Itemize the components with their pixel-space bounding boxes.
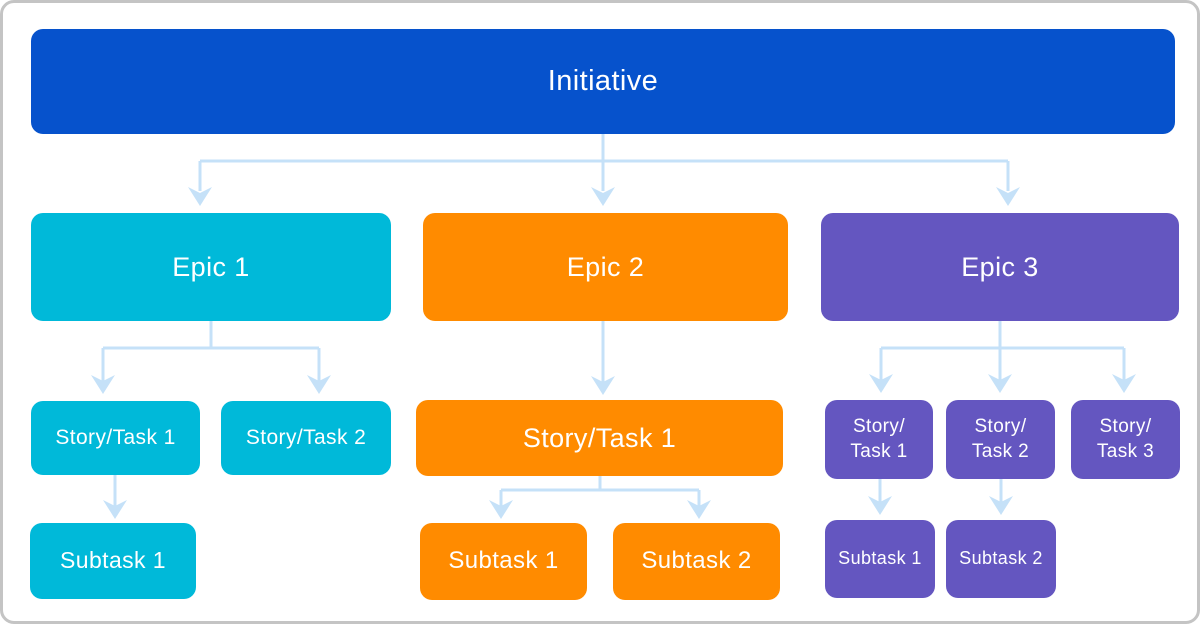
arrowhead: [1112, 374, 1136, 393]
arrowhead: [307, 375, 331, 394]
arrowhead: [489, 500, 513, 519]
node-initiative: Initiative: [31, 29, 1175, 134]
node-epic2-subtask-1: Subtask 1: [420, 523, 587, 600]
connector-layer: [91, 134, 1136, 519]
story-label-line: Story/: [974, 416, 1027, 438]
arrowhead: [988, 374, 1012, 393]
arrowhead: [996, 187, 1020, 206]
connector-epic3-to-stories: [869, 321, 1136, 393]
connector-initiative-to-epics: [188, 134, 1020, 206]
story-label-line: Story/: [852, 416, 905, 438]
arrowhead: [869, 374, 893, 393]
story-label-line: Story/: [1099, 416, 1152, 438]
arrowhead: [188, 187, 212, 206]
node-epic3-story-task-2: Story/ Task 2: [946, 400, 1055, 479]
arrowhead: [591, 376, 615, 395]
node-epic-2: Epic 2: [423, 213, 788, 321]
arrowhead: [989, 496, 1013, 515]
node-epic-1: Epic 1: [31, 213, 391, 321]
arrowhead: [868, 496, 892, 515]
arrowhead: [91, 375, 115, 394]
story-label-line: Task 3: [1096, 440, 1155, 462]
connector-epic2-to-story: [591, 321, 615, 395]
connector-epic3-stories-to-subtasks: [868, 479, 1013, 515]
connector-epic1-story1-to-subtask1: [103, 475, 127, 519]
node-epic3-story-task-1: Story/ Task 1: [825, 400, 933, 479]
node-epic1-story-task-2: Story/Task 2: [221, 401, 391, 475]
arrowhead: [687, 500, 711, 519]
node-epic-3: Epic 3: [821, 213, 1179, 321]
node-epic1-subtask-1: Subtask 1: [30, 523, 196, 599]
node-epic2-story-task-1: Story/Task 1: [416, 400, 783, 476]
node-epic1-story-task-1: Story/Task 1: [31, 401, 200, 475]
arrowhead: [591, 187, 615, 206]
node-epic2-subtask-2: Subtask 2: [613, 523, 780, 600]
connector-epic2-story-to-subtasks: [489, 476, 711, 519]
connector-epic1-to-stories: [91, 321, 331, 394]
node-epic3-subtask-1: Subtask 1: [825, 520, 935, 598]
story-label-line: Task 1: [850, 440, 908, 462]
story-label-line: Task 2: [971, 440, 1030, 462]
arrowhead: [103, 500, 127, 519]
node-epic3-story-task-3: Story/ Task 3: [1071, 400, 1180, 479]
node-epic3-subtask-2: Subtask 2: [946, 520, 1056, 598]
